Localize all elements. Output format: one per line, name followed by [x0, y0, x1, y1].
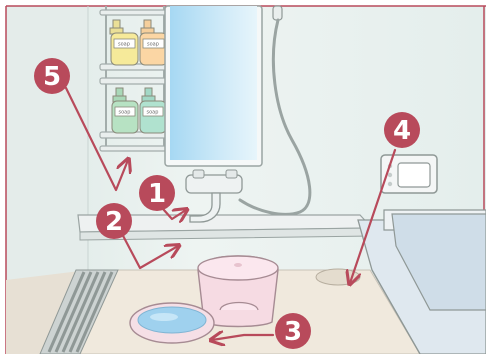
wash-basin [130, 303, 214, 343]
bottle-label-text: soap [118, 42, 130, 48]
mirror [170, 6, 257, 160]
control-panel [381, 155, 437, 193]
marker-4-label: 4 [393, 116, 411, 146]
bottle-label-text: soap [147, 110, 159, 116]
marker-1: 1 [139, 175, 175, 211]
marker-5-label: 5 [43, 62, 61, 92]
marker-3-label: 3 [284, 317, 302, 347]
bottle-label-text: soap [147, 42, 159, 48]
marker-5: 5 [34, 58, 70, 94]
marker-2: 2 [96, 203, 132, 239]
marker-4: 4 [384, 112, 420, 148]
marker-3: 3 [275, 313, 311, 349]
bottle-label-text: soap [119, 110, 131, 116]
marker-2-label: 2 [105, 207, 123, 237]
marker-1-label: 1 [148, 179, 166, 209]
